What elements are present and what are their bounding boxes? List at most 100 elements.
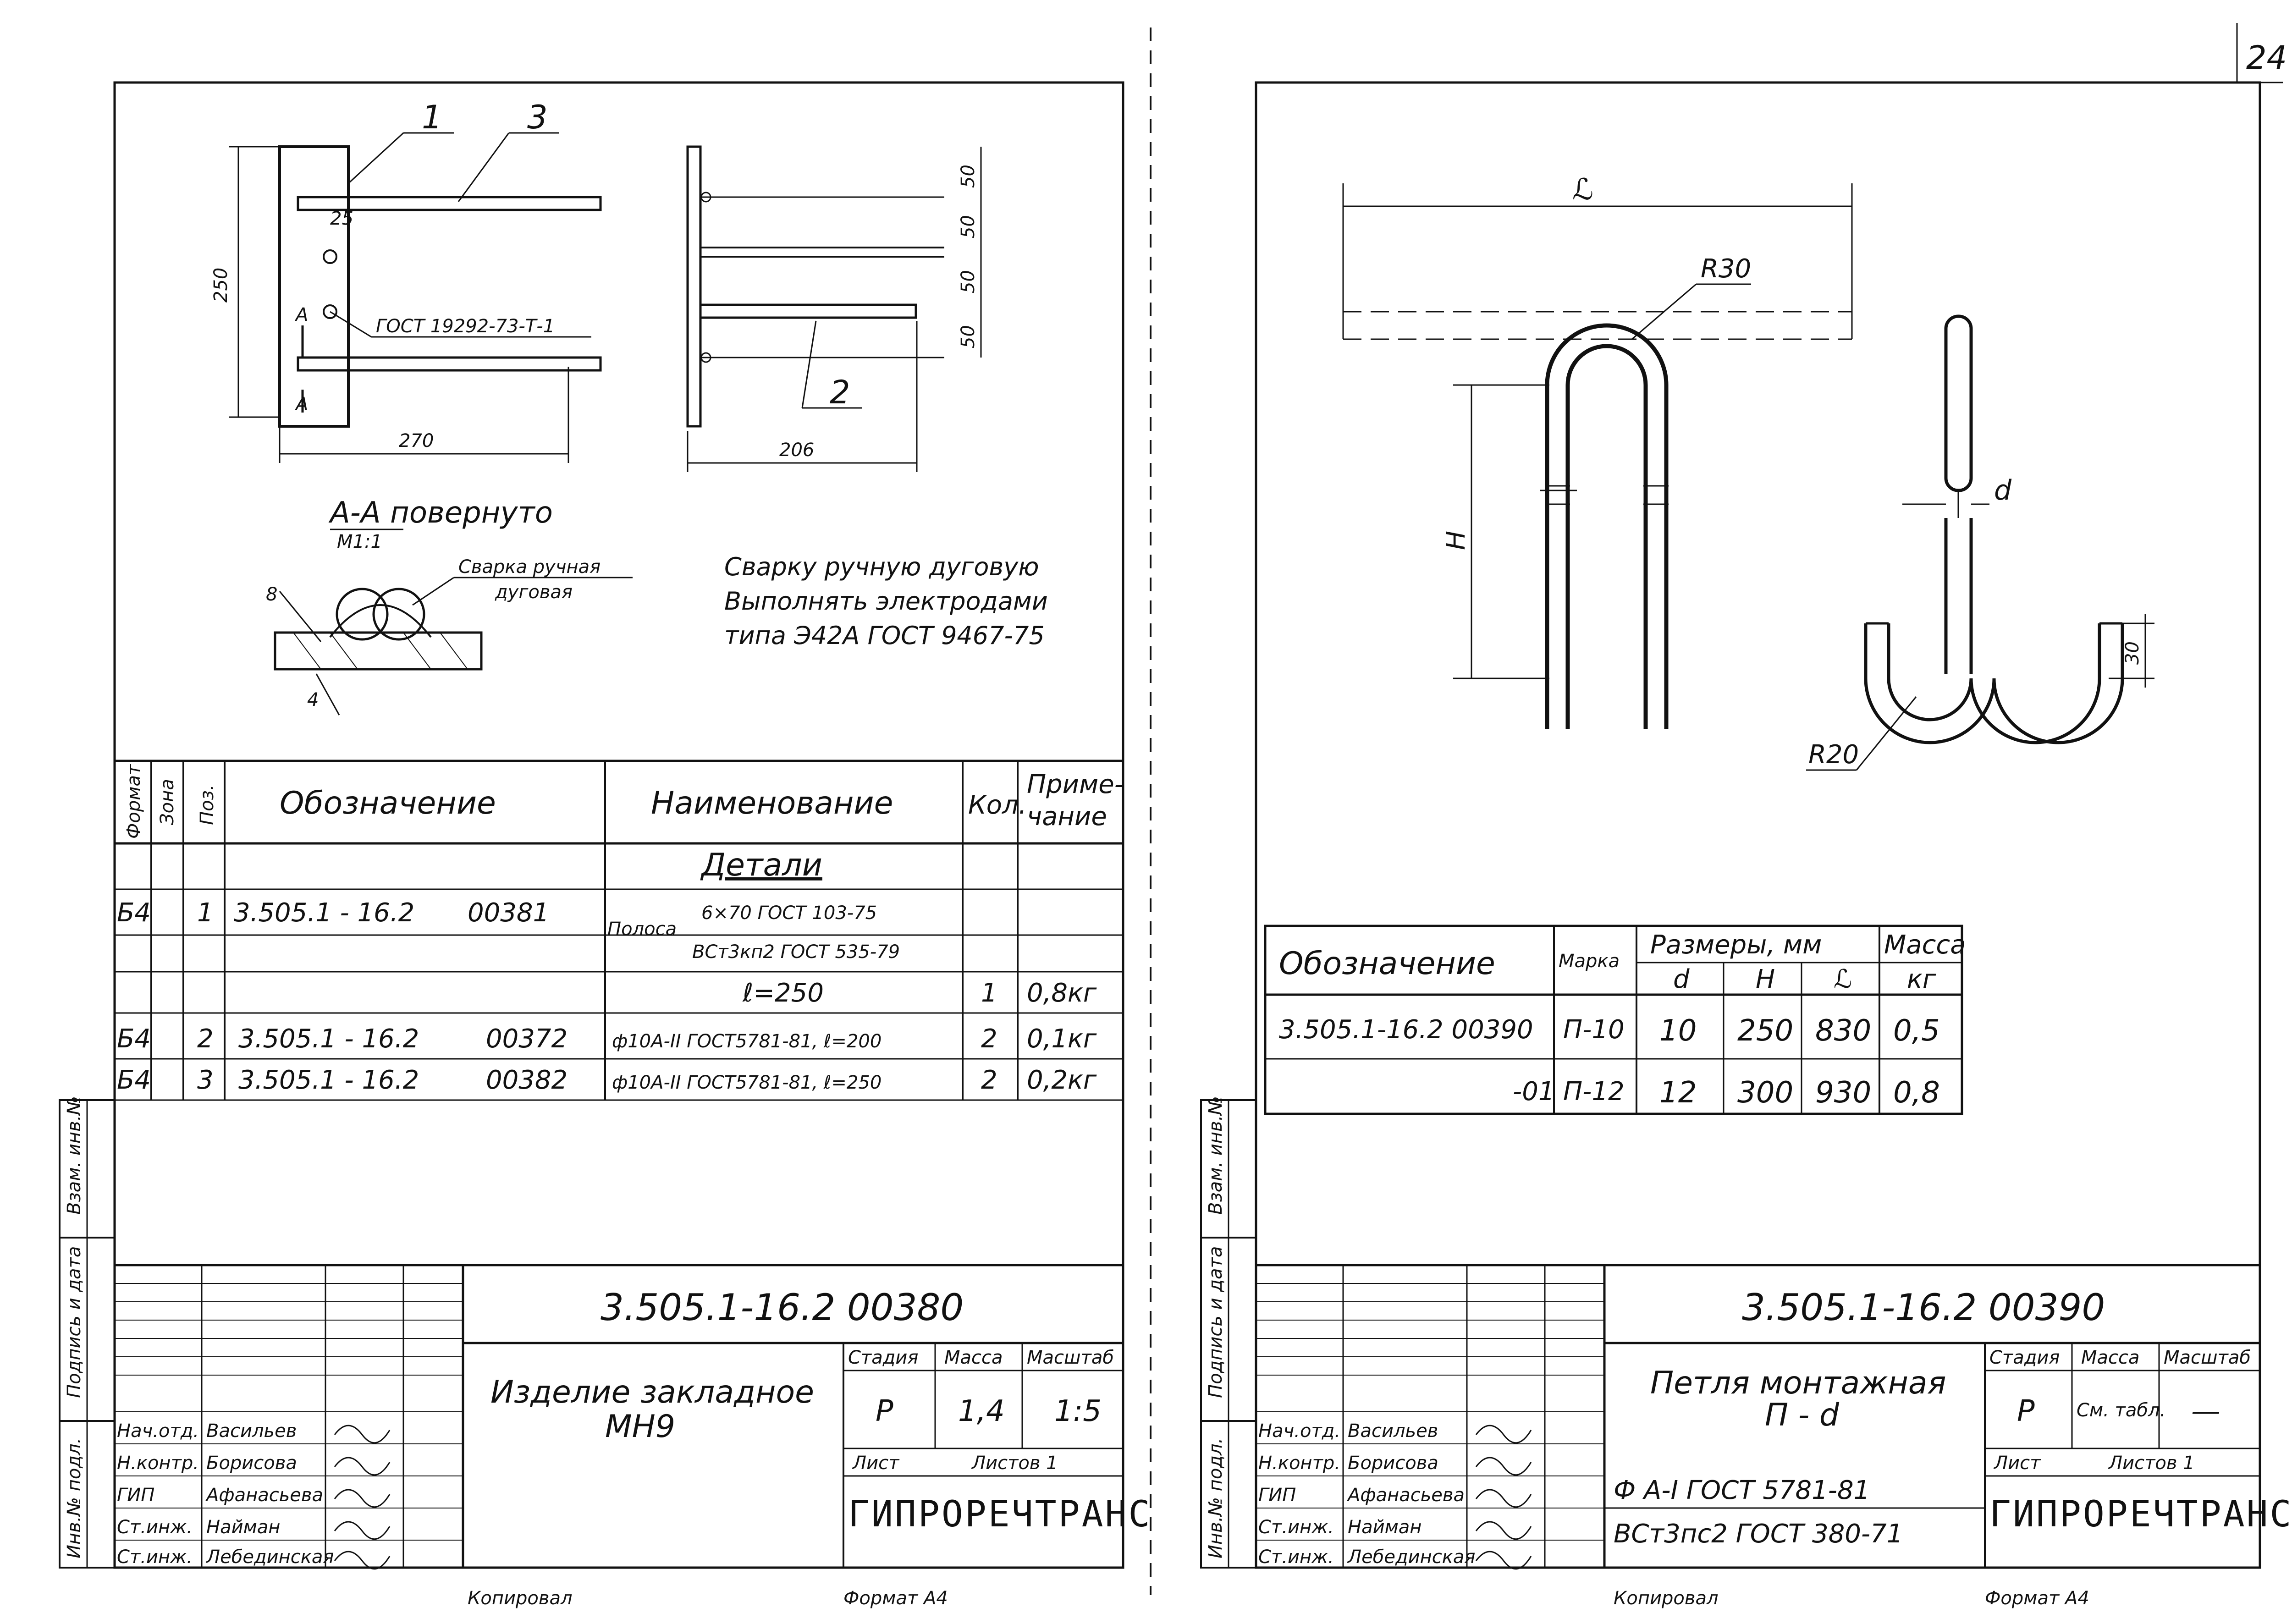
- dim-30-right: 30: [2122, 641, 2143, 665]
- doc-code-right: 3.505.1-16.2 00390: [1742, 1286, 2105, 1329]
- hdr-name: Наименование: [651, 785, 893, 821]
- scale-label-right: Масштаб: [2164, 1347, 2251, 1368]
- person-2-right: Борисова: [1348, 1453, 1438, 1474]
- side-stamp-replace-right: Взам. инв.№: [1205, 1096, 1226, 1215]
- row2-pos: 2: [197, 1024, 214, 1054]
- side-stamp-inv-right: Инв.№ подл.: [1205, 1438, 1226, 1558]
- tbl-r1-L: 830: [1815, 1014, 1871, 1048]
- role-3-left: ГИП: [117, 1485, 154, 1506]
- signature-2-right: [1475, 1457, 1532, 1476]
- tbl-r1-H: 250: [1737, 1014, 1793, 1048]
- tbl-sub-kg: кг: [1907, 964, 1936, 994]
- footer-format-left: Формат А4: [843, 1588, 948, 1609]
- tbl-r1-mark: П-10: [1563, 1015, 1625, 1045]
- signature-5-right: [1475, 1551, 1532, 1570]
- hdr-pos: Поз.: [197, 784, 218, 825]
- role-1-right: Нач.отд.: [1258, 1420, 1340, 1442]
- tbl-r2-code: -01: [1513, 1077, 1554, 1107]
- row2-code: 3.505.1 - 16.2: [238, 1024, 419, 1054]
- role-4-right: Ст.инж.: [1258, 1517, 1334, 1538]
- right-sheet: Инв.№ подл. Подпись и дата Взам. инв.№ ℒ…: [1200, 81, 2291, 1609]
- row2-num: 00372: [486, 1024, 567, 1054]
- row3-note: 0,2кг: [1027, 1065, 1097, 1095]
- tbl-sub-L: ℒ: [1834, 964, 1852, 994]
- row1-name-prefix: Полоса: [607, 919, 677, 940]
- dim-25: 25: [330, 208, 353, 229]
- dim-206: 206: [779, 440, 814, 461]
- footer-copied-right: Копировал: [1614, 1588, 1719, 1609]
- row1-num: 00381: [468, 898, 549, 928]
- welding-note: Сварку ручную дуговую Выполнять электрод…: [724, 552, 1048, 650]
- section-title: А-А повернуто: [328, 496, 553, 530]
- person-4-right: Найман: [1348, 1517, 1421, 1538]
- stage-left: Р: [876, 1394, 893, 1428]
- material-1-right: Ф А-I ГОСТ 5781-81: [1614, 1475, 1870, 1505]
- side-stamp-inv: Инв.№ подл.: [64, 1438, 85, 1558]
- hdr-qty: Кол.: [968, 790, 1027, 820]
- hdr-note-1: Приме-: [1027, 770, 1124, 799]
- sheets-label-left: Листов 1: [971, 1453, 1058, 1474]
- footer-format-right: Формат А4: [1985, 1588, 2089, 1609]
- sheet-label-right: Лист: [1993, 1453, 2041, 1474]
- section-a-a: А-А повернуто М1:1 8 4 Сварка ручная дуг…: [266, 496, 633, 716]
- note-line-2: Выполнять электродами: [724, 587, 1048, 616]
- tbl-hdr-mass: Масса: [1884, 930, 1966, 960]
- person-2-left: Борисова: [206, 1453, 297, 1474]
- dim-50-d: 50: [958, 325, 979, 348]
- dim-250: 250: [210, 268, 231, 303]
- dim-50-c: 50: [958, 270, 979, 293]
- weld-dim-4: 4: [307, 689, 319, 710]
- tbl-r2-mass: 0,8: [1893, 1076, 1940, 1110]
- part-mark-right: П - d: [1765, 1397, 1840, 1433]
- side-stamp-replace: Взам. инв.№: [64, 1096, 85, 1215]
- part-mark-left: МН9: [605, 1409, 675, 1445]
- role-5-left: Ст.инж.: [117, 1547, 193, 1568]
- tbl-hdr-sizes: Размеры, мм: [1650, 930, 1822, 960]
- tbl-r1-d: 10: [1659, 1014, 1697, 1048]
- row1-code: 3.505.1 - 16.2: [234, 898, 414, 928]
- person-1-right: Васильев: [1348, 1420, 1438, 1442]
- row1-note: 0,8кг: [1027, 978, 1097, 1008]
- section-scale: М1:1: [337, 531, 382, 552]
- tbl-r2-H: 300: [1737, 1076, 1793, 1110]
- embedded-part-side-view: 50 50 50 50 206 2: [686, 145, 982, 472]
- title-block-left: 3.505.1-16.2 00380 Изделие закладное МН9…: [115, 1264, 1152, 1609]
- tbl-sub-d: d: [1673, 964, 1690, 994]
- row1-qty: 1: [981, 978, 997, 1008]
- hdr-format: Формат: [123, 764, 144, 839]
- dim-R30: R30: [1701, 254, 1751, 284]
- person-5-left: Лебединская: [205, 1547, 334, 1568]
- dim-50-b: 50: [958, 215, 979, 238]
- embedded-part-front-view: 250 270 25 1 3 ГОСТ 19292-73-Т-1 А А: [210, 99, 602, 463]
- weld-label-2: дуговая: [495, 582, 573, 603]
- scale-left: 1:5: [1054, 1394, 1102, 1428]
- tbl-r2-mark: П-12: [1563, 1077, 1625, 1107]
- stage-right: Р: [2017, 1394, 2035, 1428]
- tbl-hdr-mark: Марка: [1559, 951, 1620, 972]
- mass-right: См. табл.: [2077, 1400, 2165, 1421]
- material-2-right: ВСт3пс2 ГОСТ 380-71: [1614, 1519, 1903, 1549]
- mass-label-left: Масса: [944, 1347, 1003, 1368]
- mass-label-right: Масса: [2081, 1347, 2140, 1368]
- signature-4-right: [1475, 1521, 1532, 1540]
- person-5-right: Лебединская: [1347, 1547, 1476, 1568]
- sheet-label-left: Лист: [852, 1453, 900, 1474]
- tbl-hdr-code: Обозначение: [1279, 946, 1495, 982]
- row3-qty: 2: [981, 1065, 997, 1095]
- left-sheet: Инв.№ подл. Подпись и дата Взам. инв.№ 2…: [59, 81, 1152, 1609]
- footer-copied-left: Копировал: [468, 1588, 573, 1609]
- signature-4-left: [334, 1521, 391, 1540]
- row1-name-1: 6×70 ГОСТ 103-75: [701, 903, 877, 924]
- mass-left: 1,4: [958, 1394, 1005, 1428]
- person-4-left: Найман: [206, 1517, 280, 1538]
- row1-format: Б4: [117, 898, 151, 928]
- section-mark-top: А: [294, 304, 308, 325]
- role-5-right: Ст.инж.: [1258, 1547, 1334, 1568]
- tbl-r2-d: 12: [1659, 1076, 1697, 1110]
- role-2-right: Н.контр.: [1258, 1453, 1340, 1474]
- dim-L: ℒ: [1572, 173, 1593, 207]
- org-logo-left: ГИПРОРЕЧТРАНС: [848, 1494, 1152, 1535]
- row2-name: ф10А-II ГОСТ5781-81, ℓ=200: [612, 1031, 882, 1052]
- signature-3-right: [1475, 1489, 1532, 1508]
